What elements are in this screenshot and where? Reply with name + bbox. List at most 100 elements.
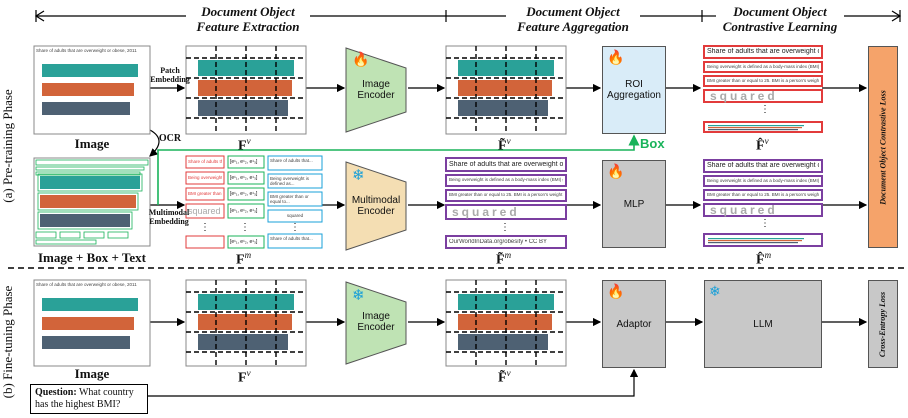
llm: ❄ LLM xyxy=(704,280,822,368)
label-fv-row3: Fv xyxy=(238,368,251,386)
fm-vec-2: [e¹₁, e¹₂, e¹₃] xyxy=(230,175,258,181)
chart-thumb-row3 xyxy=(33,279,151,367)
caption-image-row3: Image xyxy=(74,366,110,381)
fm-hat-token-1: Share of adults that are overweight or o… xyxy=(707,162,819,169)
fm-vec-1: [e¹₁, e¹₂, e¹₃] xyxy=(230,159,258,165)
fv-hat-token-2: Being overweight is defined as a body-ma… xyxy=(707,64,819,69)
fm-tilde-token-4: squared xyxy=(452,205,520,219)
row3-arrows xyxy=(148,317,868,397)
fm-ellipsis-3: ⋮ xyxy=(290,222,300,233)
label-multimodal-embedding: Multimodal Embedding xyxy=(148,208,190,226)
fm-text-4: squared xyxy=(188,206,221,216)
fm-hat-token-3: BMI greater than or equal to 25. BMI is … xyxy=(707,192,819,197)
fv-hat-bars xyxy=(708,125,804,131)
label-fm-tilde: F̃m xyxy=(496,250,512,268)
fm-text-2: Being overweight is defined as a body-ma… xyxy=(188,175,222,180)
mlp: 🔥 MLP xyxy=(602,160,666,248)
fm-cell-5: Share of adults that... xyxy=(270,236,313,241)
fire-icon: 🔥 xyxy=(607,283,625,299)
label-box: Box xyxy=(640,136,665,151)
fv-hat-token-3: BMI greater than or equal to 25. BMI is … xyxy=(707,78,819,83)
fm-tilde-boxes xyxy=(445,157,567,249)
image-encoder-top: Image Encoder xyxy=(357,79,395,101)
fm-ellipsis-2: ⋮ xyxy=(240,222,250,233)
fm-tilde-token-2: Being overweight is defined as a body-ma… xyxy=(449,177,563,182)
fv-tilde-grid-row3 xyxy=(445,279,567,367)
phase-label-pretraining: (a) Pre-training Phase xyxy=(0,89,15,203)
fv-hat-token-1: Share of adults that are overweight or o… xyxy=(707,48,819,55)
chart-title-row1: Share of adults that are overweight or o… xyxy=(36,48,137,53)
fv-grid-row1 xyxy=(185,45,307,135)
fm-cell-2: Being overweight is defined as... xyxy=(270,176,310,186)
fire-icon: 🔥 xyxy=(352,53,370,68)
fm-vec-3: [e¹₁, e¹₂, e¹₃] xyxy=(230,191,258,197)
caption-image-row1: Image xyxy=(74,136,110,151)
fm-tilde-token-1: Share of adults that are overweight or o… xyxy=(449,161,563,168)
mlp-label: MLP xyxy=(623,198,645,210)
label-fv-hat: F̂v xyxy=(756,136,769,154)
roi-aggregation: 🔥 ROI Aggregation xyxy=(602,46,666,134)
image-encoder-bottom: Image Encoder xyxy=(357,311,395,333)
contrastive-loss-label: Document Object Contrastive Loss xyxy=(878,89,888,205)
fire-icon: 🔥 xyxy=(607,163,625,179)
fm-hat-boxes xyxy=(703,159,823,247)
llm-label: LLM xyxy=(753,318,773,330)
label-fv: Fv xyxy=(238,136,251,154)
fm-hat-token-4: squared xyxy=(710,203,778,217)
cross-entropy-loss-label: Cross-Entropy Loss xyxy=(878,291,888,357)
roi-aggregation-label: ROI Aggregation xyxy=(607,79,661,101)
multimodal-encoder-shape xyxy=(345,161,407,251)
image-encoder-top-shape xyxy=(345,47,407,133)
fv-hat-ellipsis: ⋮ xyxy=(760,104,770,115)
fm-text-3: BMI greater than or equal to 25. BMI is … xyxy=(188,191,222,196)
fm-table xyxy=(185,155,323,249)
label-fv-tilde-row3: F̃v xyxy=(498,368,511,386)
header-aggregation: Document Object Feature Aggregation xyxy=(517,4,629,34)
snowflake-icon: ❄ xyxy=(352,288,365,304)
adaptor-label: Adaptor xyxy=(616,318,652,330)
label-fm: Fm xyxy=(236,250,252,268)
fv-grid-row3 xyxy=(185,279,307,367)
caption-image-box-text: Image + Box + Text xyxy=(38,250,146,265)
fm-tilde-source: OurWorldInData.org/obesity • CC BY xyxy=(449,239,548,245)
contrastive-loss: Document Object Contrastive Loss xyxy=(868,46,898,248)
snowflake-icon: ❄ xyxy=(352,168,365,184)
fm-ellipsis-1: ⋮ xyxy=(200,222,210,233)
label-fv-tilde: F̃v xyxy=(498,136,511,154)
fm-hat-ellipsis: ⋮ xyxy=(760,218,770,229)
fm-tilde-ellipsis: ⋮ xyxy=(500,222,510,233)
header-extraction: Document Object Feature Extraction xyxy=(196,4,300,34)
question-label: Question: xyxy=(35,387,77,398)
chart-thumb-row2 xyxy=(33,157,151,247)
fv-hat-token-4: squared xyxy=(710,89,778,103)
fm-cell-4: squared xyxy=(286,213,304,218)
fm-vec-5: [e¹₁, e¹₂, e¹₃] xyxy=(230,239,258,245)
fm-vec-4: [e¹₁, e¹₂, e¹₃] xyxy=(230,208,258,214)
phase-label-finetuning: (b) Fine-tuning Phase xyxy=(0,285,15,399)
question-text: What country has the highest BMI? xyxy=(35,387,134,410)
chart-thumb-row1 xyxy=(33,45,151,135)
cross-entropy-loss: Cross-Entropy Loss xyxy=(868,280,898,368)
fm-cell-3: BMI greater than or equal to... xyxy=(270,194,309,204)
header-contrastive: Document Object Contrastive Learning xyxy=(722,4,838,34)
multimodal-encoder: Multimodal Encoder xyxy=(351,195,401,217)
fm-cell-1: Share of adults that... xyxy=(270,158,313,163)
fm-hat-bars xyxy=(708,238,804,244)
fire-icon: 🔥 xyxy=(607,49,625,65)
image-encoder-bottom-shape xyxy=(345,281,407,365)
chart-title-row3: Share of adults that are overweight or o… xyxy=(36,282,137,287)
label-patch-embedding: Patch Embedding xyxy=(150,66,190,84)
question-box: Question: What country has the highest B… xyxy=(30,384,148,414)
fm-hat-token-2: Being overweight is defined as a body-ma… xyxy=(707,178,819,183)
label-ocr: OCR xyxy=(158,133,182,144)
header-span-arrows xyxy=(35,10,901,22)
box-arrow xyxy=(157,134,640,205)
fv-hat-boxes xyxy=(703,45,823,133)
adaptor: 🔥 Adaptor xyxy=(602,280,666,368)
label-fm-hat: F̂m xyxy=(756,250,772,268)
snowflake-icon: ❄ xyxy=(709,283,721,299)
fv-tilde-grid-row1 xyxy=(445,45,567,135)
fm-tilde-token-3: BMI greater than or equal to 25. BMI is … xyxy=(449,192,563,197)
